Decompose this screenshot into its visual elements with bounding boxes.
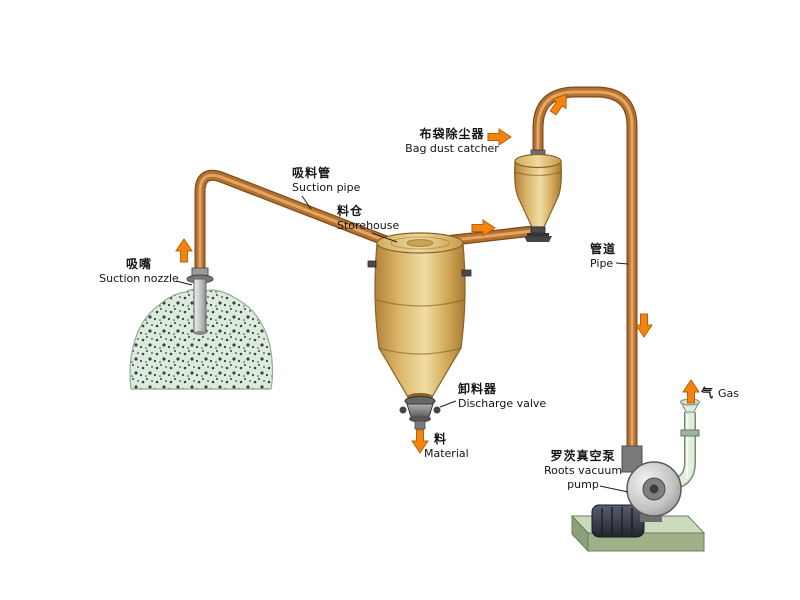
valve-handle-left bbox=[399, 406, 407, 414]
roots-pump-label-en: Roots vacuum pump bbox=[543, 464, 623, 491]
label-bag-dust-catcher: 布袋除尘器 Bag dust catcher bbox=[404, 127, 500, 156]
suction-nozzle-label-en: Suction nozzle bbox=[99, 272, 179, 285]
pipe-label-en: Pipe bbox=[590, 257, 614, 270]
gas-label-zh: 气 bbox=[701, 386, 715, 400]
label-suction-pipe: 吸料管 Suction pipe bbox=[292, 166, 360, 195]
bag-dust-catcher-label-en: Bag dust catcher bbox=[405, 142, 499, 155]
label-storehouse: 料仓 Storehouse bbox=[337, 204, 399, 233]
leader-pipe bbox=[615, 262, 629, 265]
discharge-valve bbox=[399, 396, 441, 430]
dust-catcher-flange bbox=[527, 233, 549, 237]
leader-storehouse bbox=[371, 232, 398, 243]
leader-lines bbox=[175, 195, 629, 493]
valve-stub bbox=[414, 420, 426, 430]
suction-pipe-label-en: Suction pipe bbox=[292, 181, 361, 194]
label-suction-nozzle: 吸嘴 Suction nozzle bbox=[94, 257, 184, 286]
label-pipe: 管道 Pipe bbox=[590, 242, 616, 271]
pump-base-side bbox=[571, 514, 589, 553]
bag-dust-catcher-label-zh: 布袋除尘器 bbox=[419, 127, 485, 141]
suction-pipe bbox=[194, 169, 400, 278]
material-label-zh: 料 bbox=[434, 432, 448, 446]
leader-discharge-valve bbox=[439, 400, 457, 408]
material-label-en: Material bbox=[424, 447, 469, 460]
suction-pipe-label-zh: 吸料管 bbox=[292, 166, 332, 180]
suction-nozzle bbox=[186, 267, 214, 335]
storehouse-side-fitting-right bbox=[461, 269, 472, 277]
nozzle-tube bbox=[193, 278, 207, 334]
roots-vacuum-pump bbox=[570, 398, 706, 553]
dust-catcher-bracket bbox=[524, 236, 552, 242]
downpipe-flow-arrow bbox=[635, 313, 653, 338]
storehouse-label-en: Storehouse bbox=[337, 219, 400, 232]
valve-body bbox=[406, 403, 434, 418]
leader-suction-nozzle bbox=[175, 280, 193, 286]
pump-shaft bbox=[640, 514, 662, 522]
storehouse-side-fitting-left bbox=[367, 260, 377, 268]
dust-catcher-lid bbox=[514, 153, 562, 169]
dust-catcher-body bbox=[514, 160, 562, 228]
roots-pump-label-zh: 罗茨真空泵 bbox=[550, 449, 616, 463]
valve-handle-right bbox=[433, 406, 441, 414]
pipe-label-zh: 管道 bbox=[590, 242, 617, 256]
label-discharge-valve: 卸料器 Discharge valve bbox=[458, 382, 546, 411]
storehouse-body bbox=[374, 242, 466, 398]
vacuum-pipe bbox=[532, 86, 638, 458]
leader-suction-pipe bbox=[301, 195, 312, 210]
gas-pipe-flange bbox=[680, 429, 700, 437]
bag-dust-catcher bbox=[514, 149, 562, 242]
dust-catcher-outlet bbox=[530, 226, 546, 234]
storehouse-label-zh: 料仓 bbox=[337, 204, 364, 218]
leader-roots-pump bbox=[599, 485, 629, 493]
label-material: 料 Material bbox=[424, 432, 469, 461]
pump-housing-shaft bbox=[649, 484, 659, 494]
nozzle-tip bbox=[194, 331, 206, 335]
suction-nozzle-label-zh: 吸嘴 bbox=[125, 257, 152, 271]
storehouse bbox=[367, 232, 472, 401]
storehouse-lid-cap bbox=[406, 239, 434, 247]
discharge-valve-label-zh: 卸料器 bbox=[458, 382, 498, 396]
discharge-valve-label-en: Discharge valve bbox=[458, 397, 547, 410]
valve-bottom-flange bbox=[409, 415, 431, 423]
pump-inlet-connector bbox=[621, 445, 643, 473]
label-gas: 气 Gas bbox=[701, 386, 739, 401]
label-roots-vacuum-pump: 罗茨真空泵 Roots vacuum pump bbox=[542, 449, 624, 492]
gas-label-en: Gas bbox=[718, 387, 740, 400]
